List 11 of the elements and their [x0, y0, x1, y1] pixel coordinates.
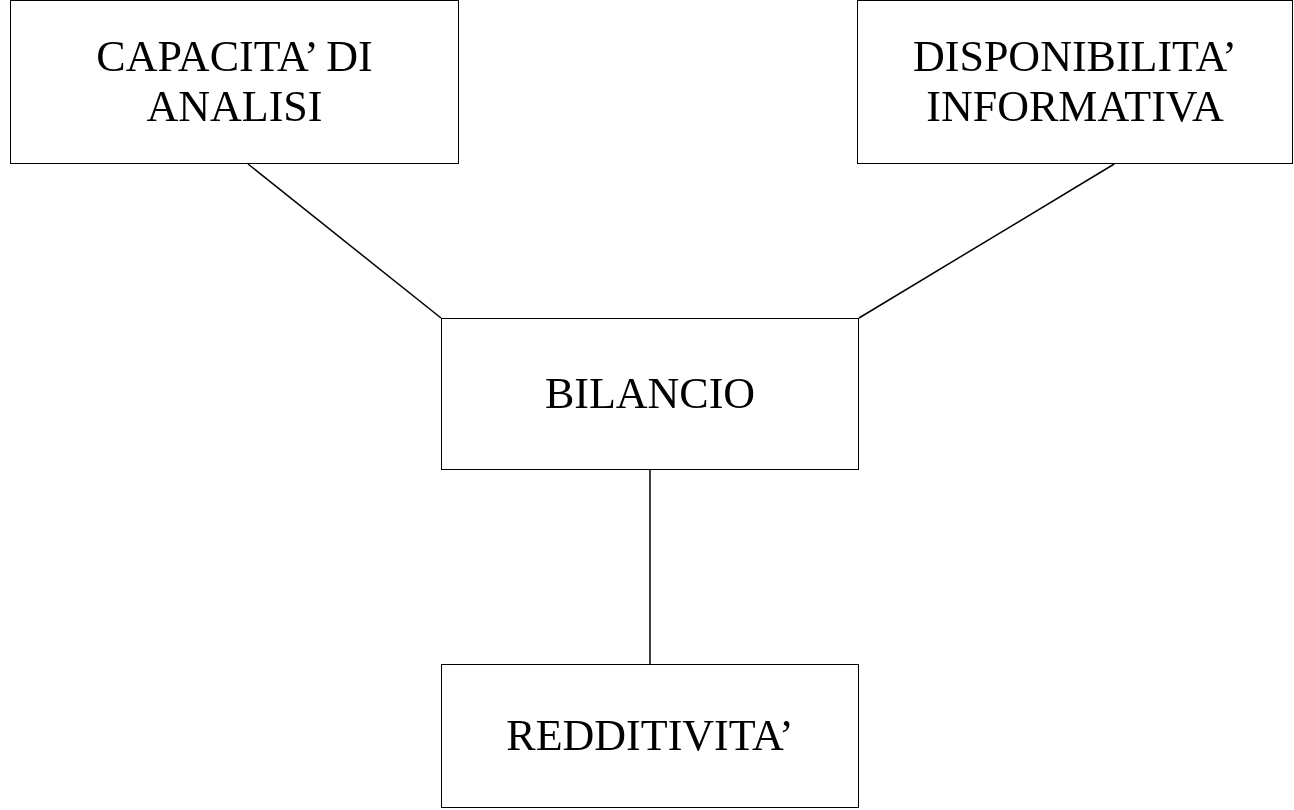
box-label: BILANCIO [544, 369, 756, 419]
connector-line [858, 163, 1115, 319]
box-label: CAPACITA’ DI ANALISI [95, 32, 374, 132]
concept-box [10, 0, 459, 164]
box-label: REDDITIVITA’ [506, 711, 794, 761]
concept-box [441, 318, 859, 470]
concept-box [441, 664, 859, 808]
connector-line [247, 163, 442, 319]
connector-line [649, 469, 651, 665]
box-label: DISPONIBILITA’ INFORMATIVA [912, 32, 1238, 132]
concept-box [857, 0, 1293, 164]
